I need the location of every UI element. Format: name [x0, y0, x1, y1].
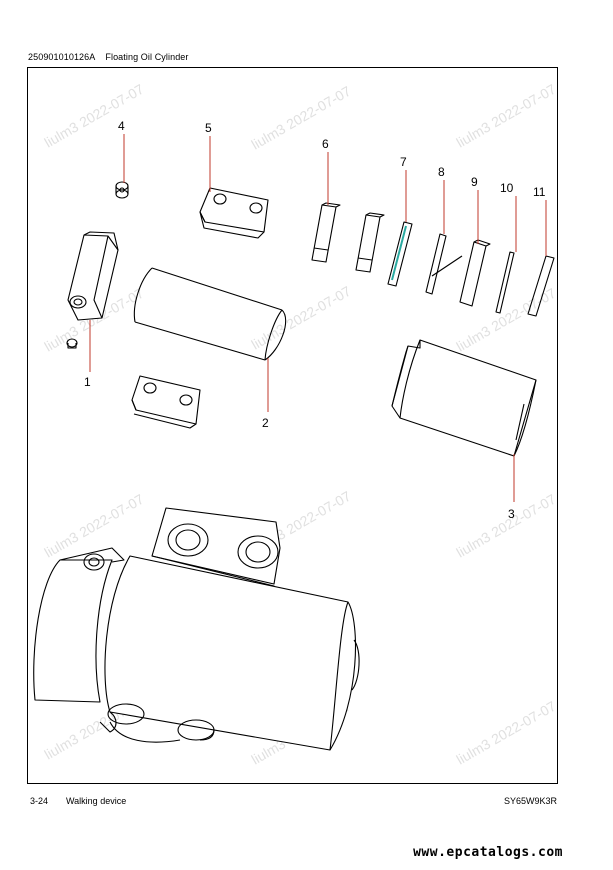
part-10-ring: [495, 251, 515, 314]
part-number: 250901010126A: [28, 52, 96, 62]
part-9-ring: [459, 239, 491, 307]
part-4-grease-fitting: [115, 181, 129, 199]
key-2: [355, 212, 385, 273]
watermark: liulm3 2022-07-07: [454, 81, 559, 151]
callout-labels: 1 2 3 4 5 6 7 8 9 10 11: [84, 119, 546, 521]
lower-plate: [131, 375, 201, 429]
callout-11: 11: [533, 185, 546, 199]
part-7-seal: [387, 221, 413, 287]
part-2-pin: [133, 267, 287, 361]
callout-4: 4: [118, 119, 125, 133]
part-1-bracket: [66, 231, 119, 349]
leader-lines: [89, 134, 547, 502]
part-8-ring: [425, 233, 463, 295]
model-code: SY65W9K3R: [503, 796, 557, 806]
watermark: liulm3 2022-07-07: [249, 83, 354, 153]
part-11-ring: [527, 255, 555, 317]
section-name: Walking device: [66, 796, 127, 806]
drawing-frame: [27, 67, 558, 784]
callout-1: 1: [84, 375, 91, 389]
watermark: liulm3 2022-07-07: [249, 283, 354, 353]
page-footer-left: 3-24 Walking device: [30, 796, 126, 806]
page-number: 3-24: [30, 796, 49, 806]
assembly-view: [33, 507, 360, 751]
callout-9: 9: [471, 175, 478, 189]
watermark: liulm3 2022-07-07: [454, 491, 559, 561]
callout-6: 6: [322, 137, 329, 151]
site-url[interactable]: www.epcatalogs.com: [413, 845, 563, 860]
watermark: liulm3 2022-07-07: [42, 491, 147, 561]
callout-2: 2: [262, 416, 269, 430]
drawing-title: Floating Oil Cylinder: [105, 52, 189, 62]
part-5-plate: [199, 187, 269, 239]
watermark: liulm3 2022-07-07: [42, 81, 147, 151]
watermark: liulm3 2022-07-07: [454, 698, 559, 768]
callout-10: 10: [500, 181, 514, 195]
callout-3: 3: [508, 507, 515, 521]
callout-7: 7: [400, 155, 407, 169]
page-header: 250901010126A Floating Oil Cylinder: [28, 52, 189, 62]
callout-5: 5: [205, 121, 212, 135]
part-6-key: [311, 202, 341, 263]
part-3-sleeve: [391, 339, 537, 457]
callout-8: 8: [438, 165, 445, 179]
